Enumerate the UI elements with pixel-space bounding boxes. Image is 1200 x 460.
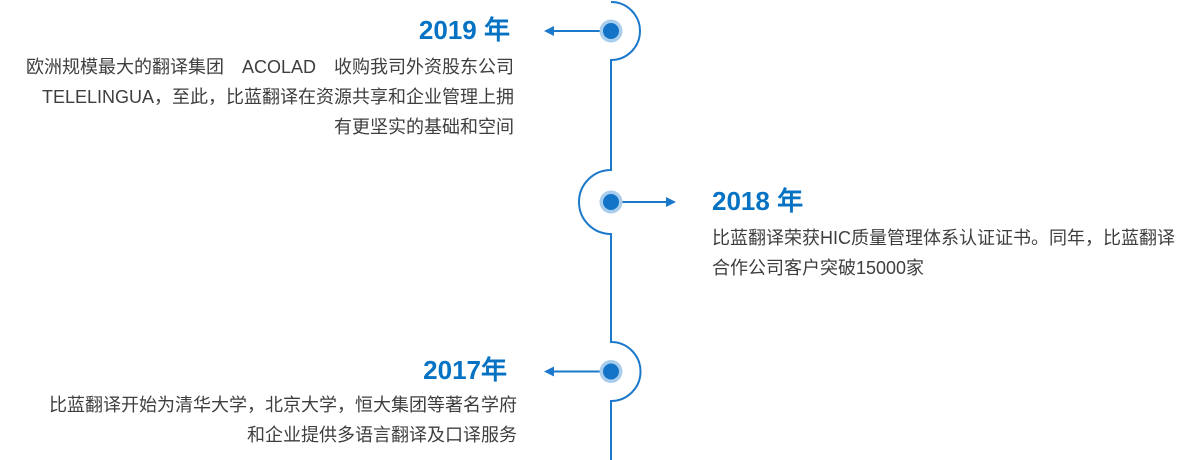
event-description-2019: 欧洲规模最大的翻译集团 ACOLAD 收购我司外资股东公司 TELELINGUA… [25, 57, 514, 137]
connector-arrow-2019 [544, 26, 604, 36]
year-label-2017: 2017年 [423, 355, 507, 385]
timeline-spine [578, 1, 642, 460]
timeline-node-2018 [599, 190, 623, 214]
event-description-2018: 比蓝翻译荣获HIC质量管理体系认证证书。同年，比蓝翻译 合作公司客户突破1500… [712, 228, 1175, 278]
arrow-head-2018 [666, 197, 676, 207]
connector-arrow-2017 [544, 366, 604, 377]
year-label-2019: 2019 年 [418, 15, 510, 45]
arrow-head-2019 [544, 26, 554, 36]
node-core-2017 [603, 363, 619, 380]
year-label-2018: 2018 年 [712, 186, 804, 216]
event-description-2017: 比蓝翻译开始为清华大学，北京大学，恒大集团等著名学府 和企业提供多语言翻译及口译… [49, 395, 517, 445]
timeline-node-2017 [599, 360, 623, 383]
timeline-node-2019 [599, 19, 623, 43]
node-core-2019 [603, 23, 619, 39]
node-core-2018 [603, 194, 619, 210]
connector-arrow-2018 [620, 197, 676, 207]
arrow-head-2017 [544, 366, 554, 377]
